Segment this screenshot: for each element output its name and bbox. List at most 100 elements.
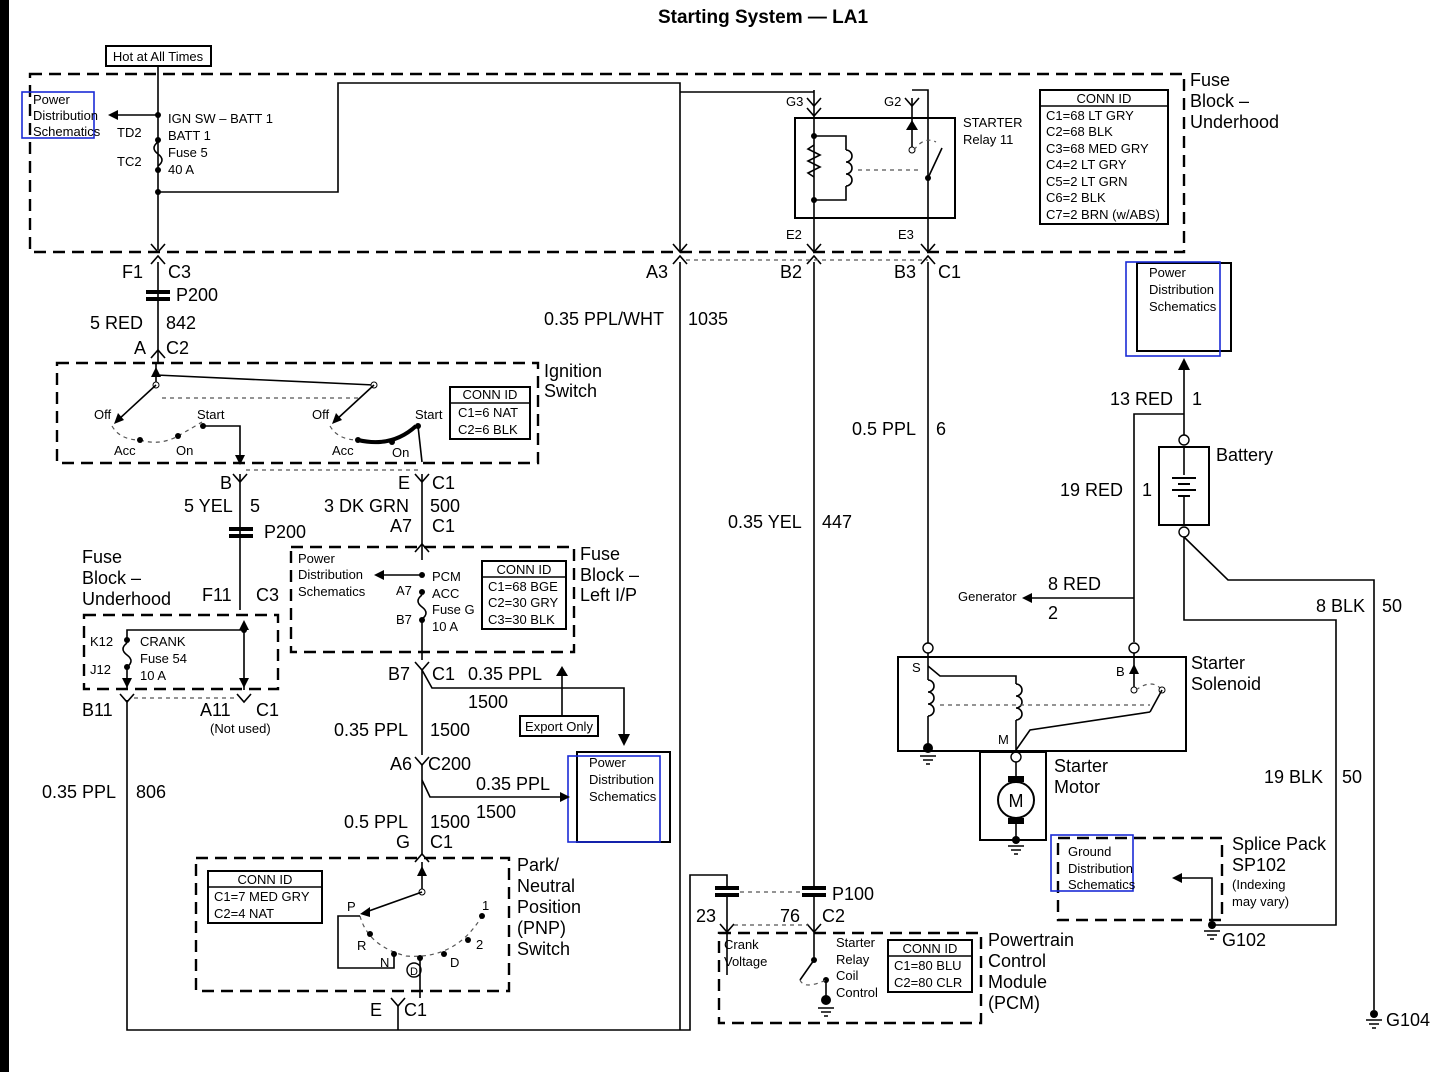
wire-a6-num: 1500	[476, 802, 516, 822]
wire-g-num: 1500	[430, 812, 470, 832]
fuse-block-underhood-title: Fuse Block – Underhood	[1190, 70, 1279, 132]
ign-conn-1: C1=6 NAT	[458, 405, 518, 420]
pds-link-2-line2: Distribution	[589, 772, 654, 787]
fbip-pin-b7: B7	[396, 612, 412, 627]
fbu-conn-table	[1039, 89, 1169, 225]
wire-19-num: 1	[1142, 480, 1152, 500]
crank-block-title-1: Fuse	[82, 547, 122, 567]
arrow-left-icon	[374, 570, 384, 580]
pcm-outline	[717, 931, 983, 1025]
ign-conn-2: C2=6 BLK	[458, 422, 518, 437]
power-distribution-link-1[interactable]	[21, 91, 95, 139]
pds-link-3-line2: Distribution	[1149, 282, 1214, 297]
pin-g104: G104	[1386, 1010, 1430, 1030]
wire-8red-num: 2	[1048, 603, 1058, 623]
pin-e3: E3	[898, 227, 914, 242]
pin-e: E	[398, 473, 410, 493]
splice-note-2: may vary)	[1232, 894, 1289, 909]
pin-c1-a7: C1	[432, 516, 455, 536]
pcm-fuse-name-2: ACC	[432, 586, 459, 601]
wire-8blk-num: 50	[1382, 596, 1402, 616]
pnp-conn-table	[207, 870, 323, 924]
power-distribution-link-3[interactable]	[1125, 261, 1221, 357]
pds-link-3-line3: Schematics	[1149, 299, 1217, 314]
fuse-5-batt: BATT 1	[168, 128, 211, 143]
pnp-conn-2: C2=4 NAT	[214, 906, 274, 921]
pds-ip-line2: Distribution	[298, 567, 363, 582]
pnp-title-3: Position	[517, 897, 581, 917]
pds-ip-line3: Schematics	[298, 584, 366, 599]
pin-f1: F1	[122, 262, 143, 282]
export-only-box	[519, 715, 599, 737]
fbu-title-3: Underhood	[1190, 112, 1279, 132]
pin-c3: C3	[168, 262, 191, 282]
pcm-title-4: (PCM)	[988, 993, 1040, 1013]
pnp-n: N	[380, 955, 389, 970]
fbip-conn-3: C3=30 BLK	[488, 612, 555, 627]
pnp-switch-outline	[194, 856, 511, 993]
gds-line3: Schematics	[1068, 877, 1136, 892]
motor-title-2: Motor	[1054, 777, 1100, 797]
battery-label: Battery	[1216, 445, 1273, 465]
pin-a6: A6	[390, 754, 412, 774]
fuse-5-amps: 40 A	[168, 162, 194, 177]
pin-b3: B3	[894, 262, 916, 282]
pnp-d-circle: D	[410, 966, 418, 978]
wire-8red-color: 8 RED	[1048, 574, 1101, 594]
wire-806-color: 0.35 PPL	[42, 782, 116, 802]
arrow-left-icon	[108, 110, 118, 120]
pcm-title-1: Powertrain	[988, 930, 1074, 950]
pin-f11: F11	[202, 585, 232, 605]
pin-g2: G2	[884, 94, 901, 109]
pnp-title-4: (PNP)	[517, 918, 566, 938]
solenoid-coil-1	[927, 679, 935, 717]
crank-block-title-3: Underhood	[82, 589, 171, 609]
pin-b11: B11	[82, 700, 113, 720]
wire-b7-num: 1500	[468, 692, 508, 712]
pcm-fuse-name-1: PCM	[432, 569, 461, 584]
fbu-conn-6: C6=2 BLK	[1046, 190, 1106, 205]
relay-subtitle: Relay 11	[963, 132, 1013, 147]
pds-link-1-line1: Power	[33, 92, 71, 107]
pin-p200: P200	[176, 285, 218, 305]
hot-at-all-times-label: Hot at All Times	[113, 49, 204, 64]
wire-806-num: 806	[136, 782, 166, 802]
pin-b7: B7	[388, 664, 410, 684]
pin-b2: B2	[780, 262, 802, 282]
pin-a11: A11	[200, 700, 231, 720]
fbu-title-1: Fuse	[1190, 70, 1230, 90]
fuse-5-name: IGN SW – BATT 1	[168, 111, 273, 126]
wire-mid-num: 1500	[430, 720, 470, 740]
pnp-title-5: Switch	[517, 939, 570, 959]
ground-distribution-link[interactable]	[1050, 834, 1134, 892]
pin-e2: E2	[786, 227, 802, 242]
wire-842-color: 5 RED	[90, 313, 143, 333]
pcm-crank-1: Crank	[724, 937, 759, 952]
ignition-title-2: Switch	[544, 381, 597, 401]
fbu-conn-2: C2=68 BLK	[1046, 124, 1113, 139]
fuse-5-symbol	[153, 141, 163, 167]
wire-447-color: 0.35 YEL	[728, 512, 802, 532]
pds-link-1-line2: Distribution	[33, 108, 98, 123]
ign-acc-1: Acc	[114, 443, 136, 458]
ground-icon	[818, 1007, 834, 1017]
relay-coil	[845, 149, 853, 187]
wire-19blk-color: 19 BLK	[1264, 767, 1323, 787]
pcm-conn-table	[887, 939, 973, 993]
pcm-relay-3: Coil	[836, 968, 859, 983]
fbu-conn-3: C3=68 MED GRY	[1046, 141, 1149, 156]
wire-13-num: 1	[1192, 389, 1202, 409]
pcm-relay-4: Control	[836, 985, 878, 1000]
pin-tc2: TC2	[117, 154, 142, 169]
pcm-fuse-amps: 10 A	[432, 619, 458, 634]
power-distribution-link-2[interactable]	[567, 755, 661, 843]
ground-g104-icon	[1366, 1019, 1382, 1029]
wire-6-color: 0.5 PPL	[852, 419, 916, 439]
solenoid-s: S	[912, 660, 921, 675]
pin-76: 76	[780, 906, 800, 926]
pin-c1-ign: C1	[432, 473, 455, 493]
solenoid-m: M	[998, 732, 1009, 747]
pnp-d: D	[450, 955, 459, 970]
wire-19blk-num: 50	[1342, 767, 1362, 787]
